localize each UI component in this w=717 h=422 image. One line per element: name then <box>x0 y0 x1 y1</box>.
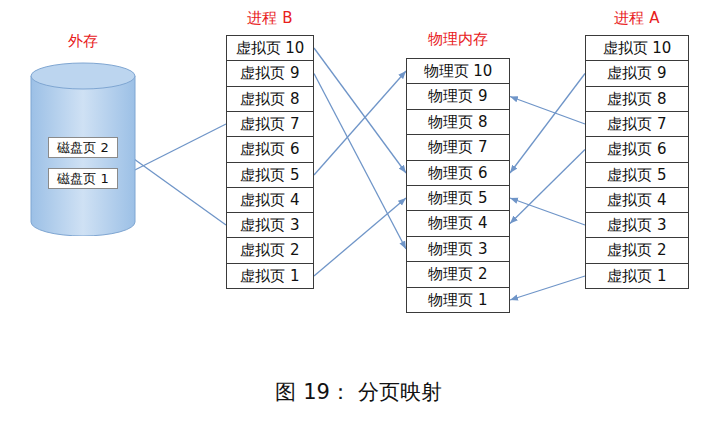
page-label: 虚拟页 10 <box>236 39 305 58</box>
page-column: 进程 A虚拟页 10虚拟页 9虚拟页 8虚拟页 7虚拟页 6虚拟页 5虚拟页 4… <box>585 35 689 288</box>
page-cell: 虚拟页 1 <box>226 263 314 289</box>
page-cell: 物理页 9 <box>406 83 510 110</box>
page-label: 虚拟页 10 <box>603 39 672 58</box>
page-cell: 物理页 10 <box>406 58 510 84</box>
page-label: 虚拟页 5 <box>240 166 299 185</box>
mapping-arrow <box>314 71 406 175</box>
page-label: 虚拟页 6 <box>240 140 299 159</box>
page-cell: 物理页 2 <box>406 261 510 288</box>
page-cell: 虚拟页 1 <box>585 263 689 289</box>
page-cell: 虚拟页 3 <box>585 212 689 238</box>
page-label: 虚拟页 3 <box>240 216 299 235</box>
page-label: 虚拟页 8 <box>240 90 299 109</box>
mapping-arrow <box>510 97 585 125</box>
page-cell: 物理页 1 <box>406 287 510 313</box>
page-cell: 物理页 8 <box>406 109 510 135</box>
page-label: 物理页 8 <box>428 113 487 132</box>
page-cell: 虚拟页 4 <box>585 187 689 213</box>
group-heading: 进程 B <box>247 9 292 28</box>
page-cell: 虚拟页 9 <box>226 60 314 87</box>
mapping-arrow <box>314 48 406 173</box>
page-label: 物理页 6 <box>428 164 487 183</box>
page-cell: 虚拟页 2 <box>585 237 689 264</box>
storage-cylinder: 外存磁盘页 2磁盘页 1 <box>30 62 136 236</box>
page-label: 物理页 3 <box>428 240 487 259</box>
page-cell: 虚拟页 7 <box>226 111 314 137</box>
page-cell: 虚拟页 9 <box>585 60 689 87</box>
page-cell: 虚拟页 6 <box>585 136 689 163</box>
mapping-arrow <box>510 198 585 225</box>
page-label: 虚拟页 7 <box>607 115 666 134</box>
page-label: 虚拟页 1 <box>607 267 666 286</box>
page-cell: 物理页 4 <box>406 210 510 237</box>
disk-page-label: 磁盘页 1 <box>57 170 108 188</box>
page-label: 虚拟页 3 <box>607 216 666 235</box>
page-cell: 物理页 6 <box>406 160 510 186</box>
page-label: 虚拟页 6 <box>607 140 666 159</box>
page-cell: 虚拟页 2 <box>226 237 314 264</box>
page-label: 虚拟页 9 <box>240 64 299 83</box>
page-cell: 虚拟页 6 <box>226 136 314 163</box>
page-cell: 虚拟页 5 <box>585 162 689 188</box>
page-column: 进程 B虚拟页 10虚拟页 9虚拟页 8虚拟页 7虚拟页 6虚拟页 5虚拟页 4… <box>226 35 314 288</box>
mapping-arrow <box>314 74 406 250</box>
group-heading: 外存 <box>68 32 98 51</box>
page-label: 虚拟页 2 <box>240 241 299 260</box>
page-label: 虚拟页 4 <box>240 191 299 210</box>
mapping-arrow <box>510 150 585 224</box>
disk-page-box: 磁盘页 2 <box>48 137 118 158</box>
page-cell: 虚拟页 5 <box>226 162 314 188</box>
page-cell: 虚拟页 3 <box>226 212 314 238</box>
page-label: 虚拟页 4 <box>607 191 666 210</box>
page-label: 虚拟页 2 <box>607 241 666 260</box>
disk-page-label: 磁盘页 2 <box>57 139 108 157</box>
page-cell: 虚拟页 8 <box>585 86 689 112</box>
page-label: 虚拟页 1 <box>240 267 299 286</box>
page-cell: 虚拟页 7 <box>585 111 689 137</box>
page-cell: 虚拟页 8 <box>226 86 314 112</box>
page-cell: 虚拟页 4 <box>226 187 314 213</box>
page-cell: 虚拟页 10 <box>585 35 689 61</box>
figure-caption: 图 19： 分页映射 <box>0 378 717 406</box>
page-label: 物理页 1 <box>428 291 487 310</box>
page-label: 物理页 10 <box>424 62 493 81</box>
page-label: 物理页 9 <box>428 87 487 106</box>
group-heading: 物理内存 <box>428 30 488 49</box>
mapping-arrow <box>510 74 585 174</box>
page-label: 虚拟页 7 <box>240 115 299 134</box>
mapping-arrow <box>314 198 406 276</box>
page-cell: 物理页 5 <box>406 185 510 211</box>
page-label: 虚拟页 8 <box>607 90 666 109</box>
page-label: 虚拟页 9 <box>607 64 666 83</box>
page-label: 物理页 4 <box>428 214 487 233</box>
page-column: 物理内存物理页 10物理页 9物理页 8物理页 7物理页 6物理页 5物理页 4… <box>406 58 510 312</box>
page-cell: 物理页 3 <box>406 236 510 262</box>
mapping-arrow <box>510 276 585 300</box>
page-label: 物理页 7 <box>428 138 487 157</box>
page-cell: 物理页 7 <box>406 134 510 161</box>
page-label: 虚拟页 5 <box>607 166 666 185</box>
disk-page-box: 磁盘页 1 <box>48 168 118 189</box>
page-label: 物理页 2 <box>428 265 487 284</box>
group-heading: 进程 A <box>614 9 659 28</box>
page-label: 物理页 5 <box>428 189 487 208</box>
page-cell: 虚拟页 10 <box>226 35 314 61</box>
